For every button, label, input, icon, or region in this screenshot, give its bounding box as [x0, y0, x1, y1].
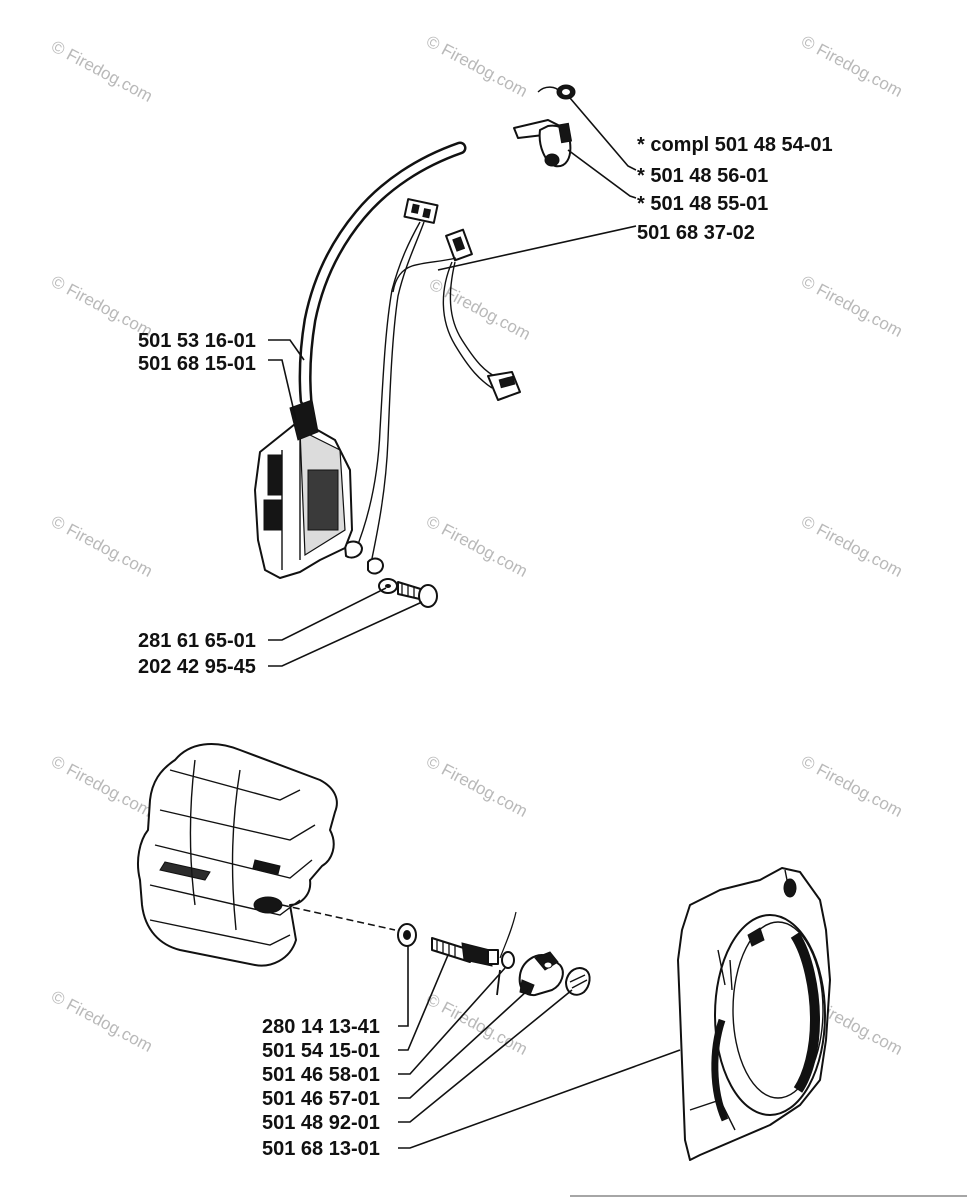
- part-label-cap: * 501 48 56-01: [637, 165, 768, 187]
- watermark: © Firedog.com: [48, 37, 156, 106]
- part-label-cover: 501 68 13-01: [262, 1138, 380, 1160]
- lower-labels: 280 14 13-41 501 54 15-01 501 46 58-01 5…: [262, 1016, 380, 1160]
- upper-assembly: [254, 84, 576, 608]
- spark-plug-boot-part: [513, 119, 573, 168]
- watermark: © Firedog.com: [48, 512, 156, 581]
- part-label-lead: 501 53 16-01: [138, 330, 256, 352]
- watermark: © Firedog.com: [426, 275, 534, 344]
- spark-plug-cap-part: [537, 84, 576, 100]
- watermark: © Firedog.com: [423, 512, 531, 581]
- watermark: © Firedog.com: [798, 512, 906, 581]
- upper-leader-lines: [268, 97, 637, 667]
- part-label-boot: * 501 48 55-01: [637, 193, 768, 215]
- flywheel-part: [137, 743, 396, 967]
- part-label-module: 501 68 15-01: [138, 353, 256, 375]
- watermark: © Firedog.com: [48, 987, 156, 1056]
- part-label-pawl: 501 46 58-01: [262, 1064, 380, 1086]
- upper-labels: * compl 501 48 54-01 * 501 48 56-01 * 50…: [138, 134, 833, 678]
- watermark: © Firedog.com: [48, 752, 156, 821]
- watermark: © Firedog.com: [423, 752, 531, 821]
- part-label-spring: 501 46 57-01: [262, 1088, 380, 1110]
- pawl-part: [496, 911, 517, 996]
- fan-cover-part: [677, 867, 831, 1161]
- key-part: [397, 923, 417, 947]
- part-label-harness: 501 68 37-02: [637, 222, 755, 244]
- ignition-module-part: [254, 399, 353, 579]
- part-label-hub: 501 48 92-01: [262, 1112, 380, 1134]
- lower-leader-lines: [398, 946, 681, 1149]
- lower-assembly: [137, 743, 831, 1161]
- part-label-compl: * compl 501 48 54-01: [637, 134, 833, 156]
- watermark: © Firedog.com: [798, 32, 906, 101]
- part-label-screw: 202 42 95-45: [138, 656, 256, 678]
- watermark: © Firedog.com: [798, 272, 906, 341]
- watermark: © Firedog.com: [798, 752, 906, 821]
- screw-part: [397, 581, 438, 608]
- nut-part: [431, 937, 499, 967]
- part-label-washer: 281 61 65-01: [138, 630, 256, 652]
- spring-part: [565, 967, 591, 996]
- hub-part: [518, 951, 564, 997]
- part-label-key: 280 14 13-41: [262, 1016, 380, 1038]
- part-label-nut: 501 54 15-01: [262, 1040, 380, 1062]
- watermark: © Firedog.com: [423, 32, 531, 101]
- wire-harness-part: [344, 198, 521, 575]
